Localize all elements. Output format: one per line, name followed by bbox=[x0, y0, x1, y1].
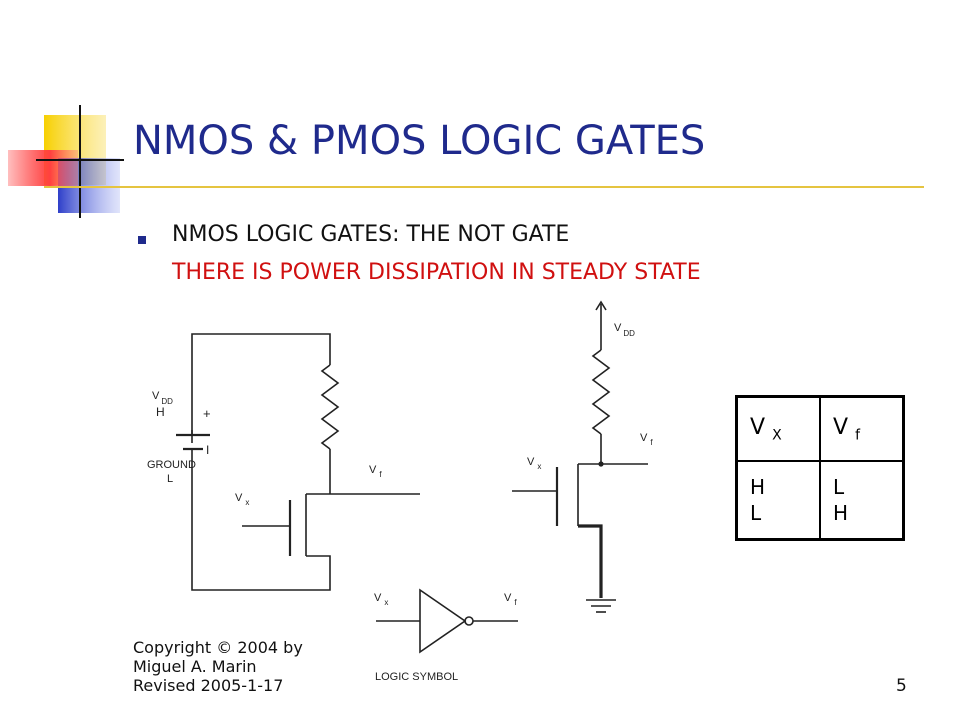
right-source-wire bbox=[578, 524, 603, 598]
footer-line-3: Revised 2005-1-17 bbox=[133, 676, 284, 695]
page-number: 5 bbox=[896, 676, 907, 696]
slide-title: NMOS & PMOS LOGIC GATES bbox=[133, 118, 706, 164]
title-underline bbox=[44, 186, 924, 188]
svg-text:Vx: Vx bbox=[527, 456, 541, 471]
bullet-marker bbox=[138, 236, 146, 244]
bullet-main-text: NMOS LOGIC GATES: THE NOT GATE bbox=[172, 222, 570, 247]
right-resistor bbox=[591, 349, 611, 435]
ground-level-label: L bbox=[167, 473, 173, 485]
corner-decoration bbox=[8, 105, 124, 218]
ground-label: GROUND bbox=[147, 459, 196, 471]
right-vdd-arrow bbox=[595, 300, 607, 311]
svg-text:VDD: VDD bbox=[152, 390, 173, 406]
right-output-node bbox=[598, 461, 604, 467]
svg-text:Vf: Vf bbox=[640, 432, 653, 447]
svg-text:Vf: Vf bbox=[504, 592, 517, 607]
bullet-note-text: THERE IS POWER DISSIPATION IN STEADY STA… bbox=[172, 260, 701, 285]
footer-line-2: Miguel A. Marin bbox=[133, 657, 257, 676]
truth-table-header-vf: V f bbox=[819, 396, 904, 462]
battery-minus-label: I bbox=[206, 443, 209, 457]
footer-line-1: Copyright © 2004 by bbox=[133, 638, 303, 657]
battery-plus-label: + bbox=[203, 406, 211, 421]
copyright-footer: Copyright © 2004 by Miguel A. Marin Revi… bbox=[133, 638, 303, 695]
svg-text:Vx: Vx bbox=[235, 492, 249, 507]
svg-text:Vf: Vf bbox=[369, 464, 382, 479]
svg-text:Vx: Vx bbox=[374, 592, 388, 607]
inverter-triangle bbox=[419, 588, 467, 654]
left-source-wire bbox=[191, 458, 331, 591]
vdd-level-label: H bbox=[156, 405, 165, 419]
truth-table-header-vx: V X bbox=[736, 396, 821, 462]
left-resistor bbox=[320, 364, 340, 450]
left-circuit-loop-wire bbox=[191, 333, 331, 443]
logic-symbol-caption: LOGIC SYMBOL bbox=[375, 671, 458, 683]
svg-text:VDD: VDD bbox=[614, 322, 635, 338]
